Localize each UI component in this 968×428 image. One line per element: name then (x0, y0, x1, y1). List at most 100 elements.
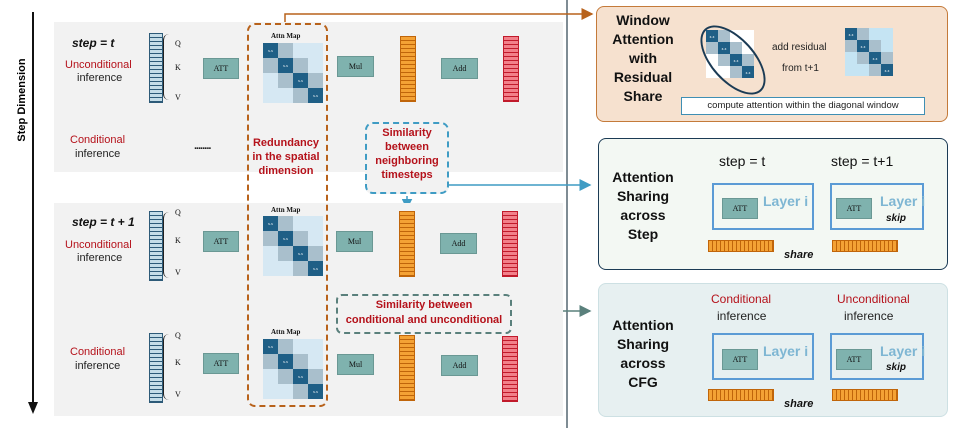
uncond-header-black: inference (844, 309, 894, 323)
redundancy-line: Redundancy (252, 137, 319, 149)
windowed-attn-map: x.x x.x x.x x.x (706, 30, 754, 78)
layer-label: Layer i (880, 343, 926, 359)
title-line: Attention (612, 169, 674, 185)
shared-attention-strip (832, 240, 898, 252)
title-line: Attention (612, 31, 674, 47)
mul-box: Mul (336, 231, 373, 252)
skip-label: skip (886, 362, 907, 373)
layer-label: Layer i (763, 193, 809, 209)
step-t-label: step = t (72, 36, 115, 50)
cond-header-black: inference (717, 309, 767, 323)
similarity-steps-line: Similarity (382, 127, 432, 139)
cond-label-black-2: inference (75, 360, 121, 372)
share-label: share (784, 398, 814, 410)
k-label: K (175, 358, 181, 367)
layer-box-skipped (830, 333, 924, 380)
cond-label-red: Conditional (70, 134, 126, 146)
attn-map-label: Attn Map (271, 328, 301, 336)
similarity-cfg-line: conditional and unconditional (345, 314, 503, 326)
q-label: Q (175, 331, 181, 340)
attn-map-label: Attn Map (271, 32, 301, 40)
layer-label: Layer i (880, 193, 926, 209)
title-line: Share (623, 88, 663, 104)
att-box-skipped: ATT (836, 198, 872, 219)
residual-attn-map: x.x x.x x.x x.x (845, 28, 893, 76)
input-vector (149, 333, 163, 403)
skip-label: skip (886, 213, 907, 224)
layer-box (712, 183, 814, 230)
cond-header-red: Conditional (711, 292, 772, 306)
step-t-header: step = t (719, 153, 766, 169)
diagonal-window-caption: compute attention within the diagonal wi… (681, 97, 925, 115)
att-box: ATT (722, 349, 758, 370)
ellipsis: ........ (194, 140, 211, 152)
title-line: Window (616, 12, 670, 28)
title-line: Residual (613, 69, 673, 85)
attn-map: x.x x.x x.x x.x (263, 43, 323, 103)
window-attention-title: Window Attention with Residual Share (600, 11, 686, 106)
similarity-cfg-annotation: Similarity between conditional and uncon… (336, 294, 512, 334)
add-residual-label: add residual (772, 42, 827, 53)
step-axis-arrowhead (28, 402, 38, 414)
attention-output-vector (399, 335, 415, 401)
title-line: Sharing (616, 188, 670, 204)
attn-map: x.x x.x x.x x.x (263, 339, 323, 399)
att-box: ATT (722, 198, 758, 219)
step-sharing-title: Attention Sharing across Step (600, 168, 686, 244)
attention-output-strip (708, 389, 774, 401)
add-box: Add (441, 58, 478, 79)
title-line: CFG (628, 374, 658, 390)
uncond-header-red: Unconditional (837, 292, 910, 306)
similarity-steps-line: between (384, 141, 429, 153)
attention-output-vector (400, 36, 416, 102)
output-vector (503, 36, 519, 102)
att-box: ATT (203, 231, 239, 252)
cfg-sharing-title: Attention Sharing across CFG (600, 316, 686, 392)
input-vector (149, 211, 163, 281)
from-t1-label: from t+1 (782, 63, 819, 74)
q-label: Q (175, 208, 181, 217)
att-box-skipped: ATT (836, 349, 872, 370)
uncond-label-red-2: Unconditional (65, 239, 132, 251)
title-line: across (620, 207, 666, 223)
attention-output-strip (708, 240, 774, 252)
step-axis-label: Step Dimension (16, 58, 28, 142)
qkv-brace (163, 34, 170, 100)
title-line: Step (627, 226, 659, 242)
att-box: ATT (203, 58, 239, 79)
redundancy-highlight-box (247, 23, 328, 407)
uncond-label-red: Unconditional (65, 59, 132, 71)
add-box: Add (440, 233, 477, 254)
redundancy-connector (284, 8, 594, 24)
title-line: Attention (612, 317, 674, 333)
qkv-brace (163, 212, 170, 278)
cond-label-black: inference (75, 148, 121, 160)
k-label: K (175, 236, 181, 245)
redundancy-line: in the spatial (252, 151, 320, 163)
q-label: Q (175, 39, 181, 48)
mul-box: Mul (337, 354, 374, 375)
cond-label-red-2: Conditional (70, 346, 126, 358)
title-line: across (620, 355, 666, 371)
v-label: V (175, 390, 181, 399)
redundancy-annotation: Redundancy in the spatial dimension (249, 136, 323, 178)
title-line: with (629, 50, 657, 66)
shared-attention-strip (832, 389, 898, 401)
k-label: K (175, 63, 181, 72)
attention-output-vector (399, 211, 415, 277)
uncond-label-black-2: inference (77, 252, 123, 264)
share-label: share (784, 249, 814, 261)
output-vector (502, 211, 518, 277)
similarity-cfg-line: Similarity between (375, 299, 473, 311)
mul-box: Mul (337, 56, 374, 77)
title-line: Sharing (616, 336, 670, 352)
attn-map-label: Attn Map (271, 206, 301, 214)
attn-map: x.x x.x x.x x.x (263, 216, 323, 276)
v-label: V (175, 93, 181, 102)
v-label: V (175, 268, 181, 277)
qkv-brace (163, 334, 170, 400)
add-box: Add (441, 355, 478, 376)
layer-box (712, 333, 814, 380)
layer-label: Layer i (763, 343, 809, 359)
output-vector (502, 336, 518, 402)
